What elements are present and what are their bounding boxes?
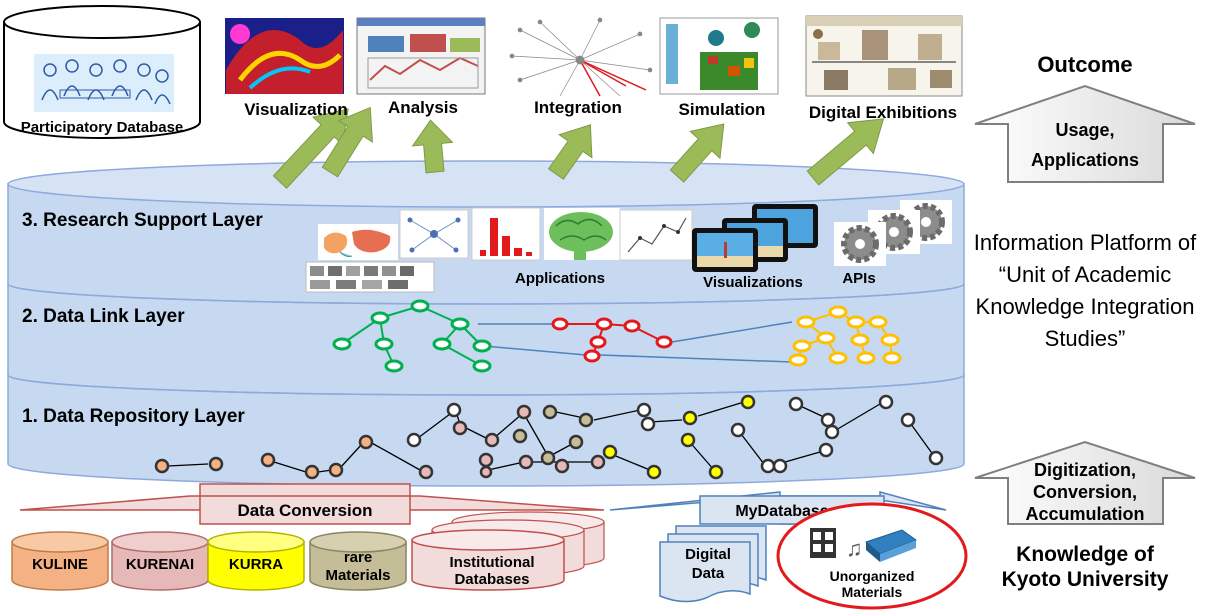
cylinder-top [7, 160, 965, 208]
platform-description: Information Platform of “Unit of Academi… [974, 230, 1197, 351]
unorganized-materials: ♫ Unorganized Materials [776, 502, 968, 610]
rare-label-2: Materials [325, 567, 390, 584]
source-kurra: KURRA [207, 531, 305, 591]
mydatabase-label: MyDatabase [735, 503, 828, 520]
green-graph-nodes [332, 299, 492, 373]
green-arrow-analysis [411, 119, 454, 174]
output-labels: Visualization Analysis Integration Simul… [244, 98, 957, 122]
participatory-db-label: Participatory Database [21, 119, 184, 136]
network-app-icon [399, 209, 469, 259]
data-conversion-label: Data Conversion [237, 501, 372, 520]
platform-line2: “Unit of Academic [999, 262, 1171, 287]
green-arrow-exhibitions [806, 118, 885, 186]
source-rare-materials: rare Materials [309, 531, 407, 591]
output-exhibitions-label: Digital Exhibitions [809, 103, 957, 122]
bar-chart-icon [471, 207, 541, 261]
yellow-graph-nodes [788, 305, 902, 367]
svg-text:♫: ♫ [846, 536, 863, 561]
output-analysis-label: Analysis [388, 98, 458, 117]
applications-label: Applications [515, 270, 605, 287]
knowledge-line2: Kyoto University [1002, 568, 1169, 591]
digitization-line3: Accumulation [1025, 504, 1144, 524]
source-kuline: KULINE [11, 531, 109, 591]
platform-line1: Information Platform of [974, 230, 1197, 255]
digitization-line1: Digitization, [1034, 460, 1136, 480]
usage-grey-arrow: Usage, Applications [974, 84, 1196, 183]
rare-label-1: rare [344, 549, 372, 566]
layer2-label: 2. Data Link Layer [22, 306, 185, 327]
red-graph-nodes [551, 317, 673, 363]
apis-label: APIs [842, 270, 875, 287]
digital-data-label-2: Data [692, 565, 725, 582]
usage-line2: Applications [1031, 150, 1139, 170]
digital-data-label-1: Digital [685, 546, 731, 563]
analysis-window-icon [356, 17, 486, 95]
usage-arrows [272, 106, 885, 189]
network-graph-icon [509, 17, 653, 97]
tablet-visualization-icon [692, 204, 818, 272]
source-kurenai: KURENAI [111, 531, 209, 591]
world-map-icon [318, 224, 398, 260]
digitization-grey-arrow: Digitization, Conversion, Accumulation [974, 440, 1196, 525]
kurra-label: KURRA [229, 556, 283, 573]
exhibition-timeline-icon [805, 15, 963, 97]
outcome-label: Outcome [1037, 52, 1132, 77]
layer1-body [7, 374, 965, 487]
source-institutional-databases: Institutional Databases [411, 511, 605, 591]
green-arrow-simulation [669, 123, 725, 183]
digital-data-docs: Digital Data [659, 525, 767, 603]
link-graph [332, 299, 902, 373]
cross-links [478, 321, 793, 363]
platform-line4: Studies” [1045, 326, 1126, 351]
kuline-label: KULINE [32, 556, 88, 573]
layer3-label: 3. Research Support Layer [22, 210, 263, 231]
participatory-database: Participatory Database [3, 5, 201, 139]
unorganized-label-2: Materials [842, 584, 903, 600]
institutional-label-1: Institutional [450, 554, 535, 571]
usage-line1: Usage, [1055, 120, 1114, 140]
timeline-strip-icon [305, 261, 435, 293]
visualizations-label: Visualizations [703, 274, 803, 291]
unorganized-label-1: Unorganized [830, 568, 915, 584]
output-visualization-label: Visualization [244, 100, 348, 119]
green-arrow-participatory [272, 108, 349, 189]
kurenai-label: KURENAI [126, 556, 194, 573]
platform-line3: Knowledge Integration [976, 294, 1195, 319]
layer1-label: 1. Data Repository Layer [22, 406, 245, 427]
output-integration-label: Integration [534, 98, 622, 117]
heatmap-thumbnail-icon [225, 18, 344, 94]
green-arrow-visualization [321, 106, 373, 178]
data-conversion-banner: Data Conversion [19, 483, 605, 525]
brain-map-icon [544, 208, 620, 260]
knowledge-line1: Knowledge of [1016, 543, 1155, 566]
institutional-label-2: Databases [454, 571, 529, 588]
green-arrow-integration [547, 124, 593, 180]
participants-drawing-icon [34, 54, 174, 112]
film-reel-icon: ♫ [810, 528, 863, 561]
gear-icon [834, 200, 952, 266]
3d-simulation-icon [659, 17, 779, 95]
route-map-icon [619, 209, 693, 261]
book-icon [865, 529, 918, 562]
digitization-line2: Conversion, [1033, 482, 1137, 502]
repository-records [154, 394, 944, 480]
output-simulation-label: Simulation [679, 100, 766, 119]
